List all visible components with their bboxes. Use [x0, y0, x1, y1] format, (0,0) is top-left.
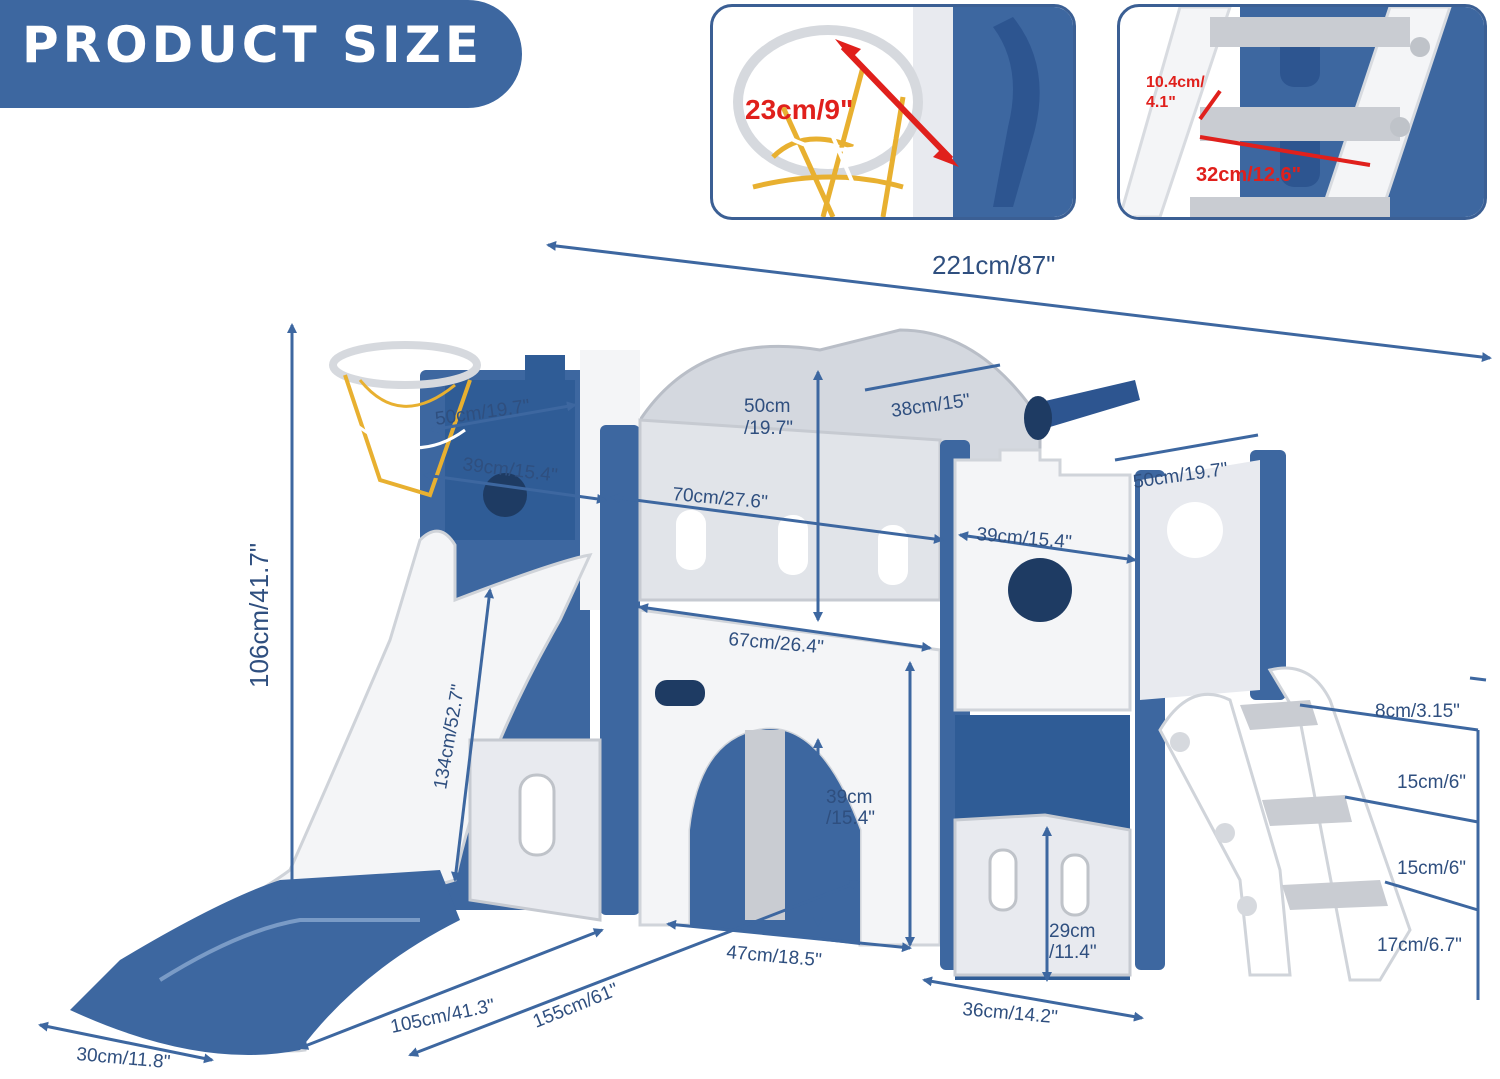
dim-line-left-width — [423, 471, 607, 504]
total-length-label: 221cm/87" — [932, 250, 1055, 280]
left-top-depth-label: 50cm/19.7" — [434, 396, 531, 430]
tunnel-height-label-in: /15.4" — [826, 808, 875, 829]
right-top-depth-label: 50cm/19.7" — [1132, 459, 1229, 493]
step-detail-illustration: 10.4cm/ 4.1" 32cm/12.6" — [1120, 7, 1484, 217]
slide-run-label: 105cm/41.3" — [389, 995, 497, 1038]
tunnel-depth-label: 47cm/18.5" — [726, 942, 823, 971]
roof-height-label-cm: 50cm — [744, 396, 790, 417]
dim-line-bridge-floor — [638, 603, 932, 652]
playset-illustration — [70, 328, 1412, 1055]
step-height-label-in: 4.1" — [1146, 94, 1176, 111]
product-size-badge: PRODUCT SIZE — [0, 0, 522, 108]
slide-length-label: 134cm/52.7" — [430, 683, 469, 791]
right-width-label: 39cm/15.4" — [976, 524, 1073, 553]
dim-line-slide-length — [450, 588, 495, 882]
bridge-floor-label: 67cm/26.4" — [728, 629, 825, 658]
right-base-depth-label: 36cm/14.2" — [962, 999, 1059, 1028]
roof-top-label: 38cm/15" — [890, 390, 972, 422]
step-3-label: 15cm/6" — [1397, 858, 1466, 879]
hoop-diameter-label: 23cm/9" — [745, 94, 853, 125]
dim-line-total-length — [546, 240, 1492, 363]
dim-line-right-top-depth — [1114, 433, 1259, 462]
left-width-label: 39cm/15.4" — [461, 454, 558, 486]
dim-line-right-base-depth — [922, 976, 1144, 1022]
hoop-diameter-arrow — [840, 44, 954, 162]
total-depth-label: 155cm/61" — [530, 979, 621, 1032]
step-top-label: 8cm/3.15" — [1375, 701, 1460, 722]
dim-line-slide-width — [38, 1021, 214, 1064]
page-title: PRODUCT SIZE — [22, 16, 483, 74]
step-bottom-label: 17cm/6.7" — [1377, 935, 1462, 956]
crawl-height-label-cm: 29cm — [1049, 921, 1095, 942]
step-height-label-cm: 10.4cm/ — [1146, 74, 1205, 91]
crawl-height-label-in: /11.4" — [1049, 942, 1097, 963]
total-height-label: 106cm/41.7" — [244, 543, 274, 688]
step-2-label: 15cm/6" — [1397, 772, 1466, 793]
tunnel-height-label-cm: 39cm — [826, 787, 872, 808]
bridge-length-label: 70cm/27.6" — [672, 484, 769, 513]
dim-line-total-depth — [408, 880, 860, 1057]
dim-line-tunnel-depth — [666, 919, 912, 953]
dim-line-left-top-depth — [430, 401, 577, 434]
step-detail-inset: 10.4cm/ 4.1" 32cm/12.6" — [1117, 4, 1487, 220]
hoop-detail-illustration: 23cm/9" — [733, 7, 1073, 217]
dim-line-slide-run — [298, 928, 604, 1050]
dim-line-bridge-length — [610, 493, 944, 544]
step-width-label: 32cm/12.6" — [1196, 164, 1301, 186]
dim-line-right-width — [958, 531, 1137, 564]
dim-line-roof-top — [864, 363, 1001, 392]
slide-width-label: 30cm/11.8" — [76, 1044, 172, 1073]
hoop-detail-inset: 23cm/9" — [710, 4, 1076, 220]
roof-height-label-in: /19.7" — [744, 418, 793, 439]
